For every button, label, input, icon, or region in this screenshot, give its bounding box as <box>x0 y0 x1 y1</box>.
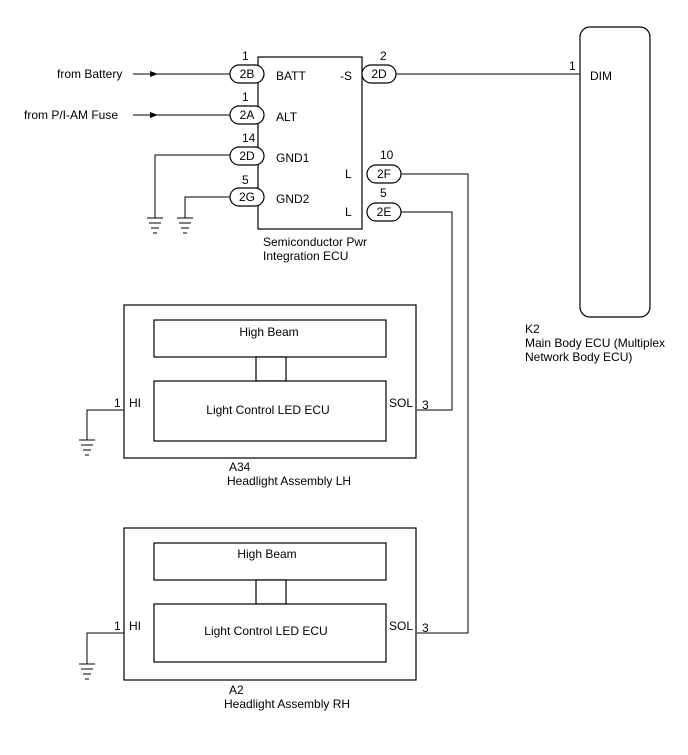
ground-symbol-icon <box>79 663 95 680</box>
ground-symbol-icon <box>79 439 95 456</box>
alt-connector <box>229 105 265 125</box>
headlight-lh-ecu-label: Light Control LED ECU <box>206 403 329 417</box>
ground-symbol-icon <box>177 217 193 234</box>
main-body-ecu-box <box>579 26 651 318</box>
alt-connector-label: 2A <box>240 108 255 122</box>
headlight-lh-high-beam <box>153 319 387 358</box>
spu-name-line1: Semiconductor Pwr <box>263 235 367 249</box>
headlight-rh-hi-label: HI <box>129 619 141 633</box>
batt-connector-label: 2B <box>240 67 255 81</box>
headlight-rh-high-beam-label: High Beam <box>237 547 296 561</box>
l2-terminal-label: L <box>345 205 352 219</box>
alt-pin-number: 1 <box>242 90 249 104</box>
gnd1-terminal-label: GND1 <box>276 151 310 165</box>
gnd1-connector <box>229 146 265 166</box>
headlight-rh-ground-wire <box>86 632 124 664</box>
gnd2-pin-number: 5 <box>242 173 249 187</box>
gnd1-pin-number: 14 <box>242 131 256 145</box>
main-body-ecu-code: K2 <box>525 322 540 336</box>
gnd2-connector-label: 2G <box>239 190 255 204</box>
batt-terminal-label: BATT <box>276 69 306 83</box>
dim-pin-number: 1 <box>569 59 576 73</box>
headlight-lh-sol-pin: 3 <box>422 398 429 412</box>
ground-symbol-icon <box>147 217 163 234</box>
batt-pin-number: 1 <box>242 49 249 63</box>
headlight-rh-link <box>255 579 287 605</box>
headlight-rh-code: A2 <box>229 683 244 697</box>
headlight-rh-high-beam <box>153 542 387 581</box>
sol-rh-wire <box>401 173 469 634</box>
headlight-lh-high-beam-label: High Beam <box>239 325 298 339</box>
main-body-ecu-name-line2: Network Body ECU) <box>525 350 632 364</box>
headlight-lh-hi-pin: 1 <box>114 396 121 410</box>
gnd2-terminal-label: GND2 <box>276 192 310 206</box>
headlight-rh-sol-label: SOL <box>389 619 413 633</box>
l2-connector-label: 2E <box>377 205 392 219</box>
s-connector-label: 2D <box>371 67 387 81</box>
headlight-lh-name: Headlight Assembly LH <box>227 474 351 488</box>
from-fuse-label: from P/I-AM Fuse <box>24 108 118 122</box>
headlight-lh-ground-wire <box>86 409 124 440</box>
headlight-lh-link <box>255 356 287 382</box>
gnd1-wire <box>154 154 230 218</box>
l2-pin-number: 5 <box>380 186 387 200</box>
headlight-rh-ecu <box>153 603 387 663</box>
headlight-rh-ecu-label: Light Control LED ECU <box>204 624 327 638</box>
headlight-lh-hi-label: HI <box>129 396 141 410</box>
spu-ecu-box <box>257 56 363 230</box>
dim-terminal-label: DIM <box>590 69 612 83</box>
l1-terminal-label: L <box>345 167 352 181</box>
l1-connector-label: 2F <box>377 167 391 181</box>
headlight-lh-code: A34 <box>229 460 251 474</box>
s-terminal-label: -S <box>340 69 352 83</box>
spu-name-line2: Integration ECU <box>263 249 348 263</box>
headlight-rh-name: Headlight Assembly RH <box>224 697 350 711</box>
main-body-ecu-name-line1: Main Body ECU (Multiplex <box>525 336 665 350</box>
s-pin-number: 2 <box>380 49 387 63</box>
from-battery-label: from Battery <box>57 67 122 81</box>
headlight-rh-hi-pin: 1 <box>114 619 121 633</box>
headlight-rh-sol-pin: 3 <box>422 621 429 635</box>
gnd1-connector-label: 2D <box>239 149 255 163</box>
alt-terminal-label: ALT <box>276 110 298 124</box>
gnd2-wire <box>184 196 230 218</box>
l1-pin-number: 10 <box>380 148 394 162</box>
headlight-lh-ecu <box>153 380 387 442</box>
sol-lh-wire <box>401 211 453 411</box>
batt-connector <box>229 64 265 84</box>
headlight-lh-sol-label: SOL <box>389 396 413 410</box>
